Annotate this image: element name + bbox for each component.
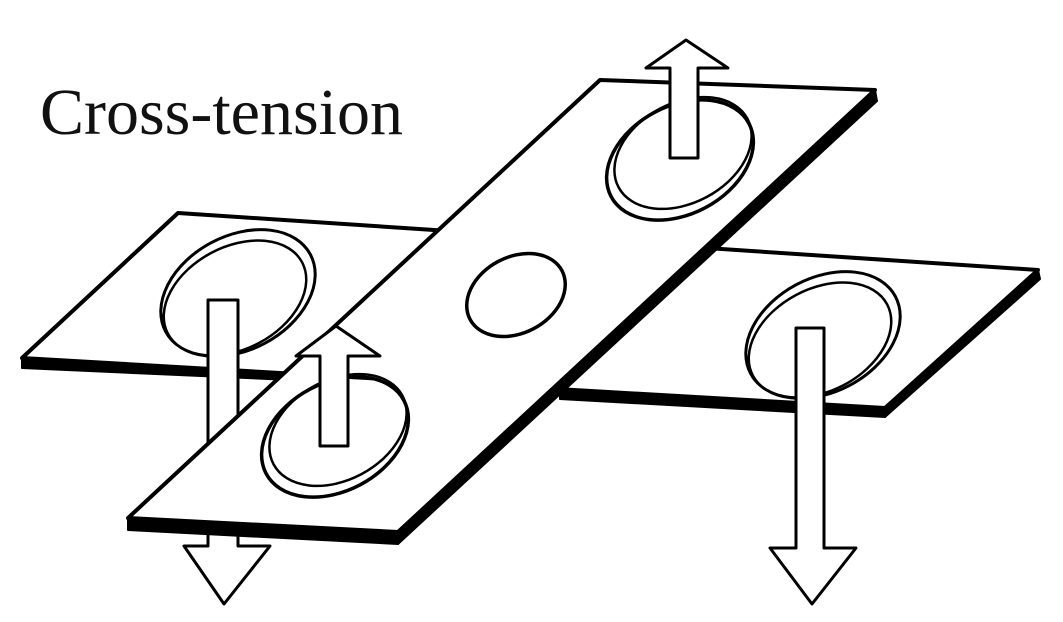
diagram-drawing (20, 38, 1041, 606)
weld-nugget (464, 251, 568, 339)
upper-plate-opening-top-wall (613, 95, 753, 211)
upper-plate (126, 78, 878, 545)
lower-plate-dimple-left-inner (162, 239, 308, 357)
up-arrow-bottom (294, 324, 382, 448)
diagram-title: Cross-tension (40, 76, 403, 149)
upper-plate-opening-bottom-wall (268, 372, 408, 488)
up-arrow-top (644, 38, 730, 160)
down-arrow-right (768, 326, 858, 606)
